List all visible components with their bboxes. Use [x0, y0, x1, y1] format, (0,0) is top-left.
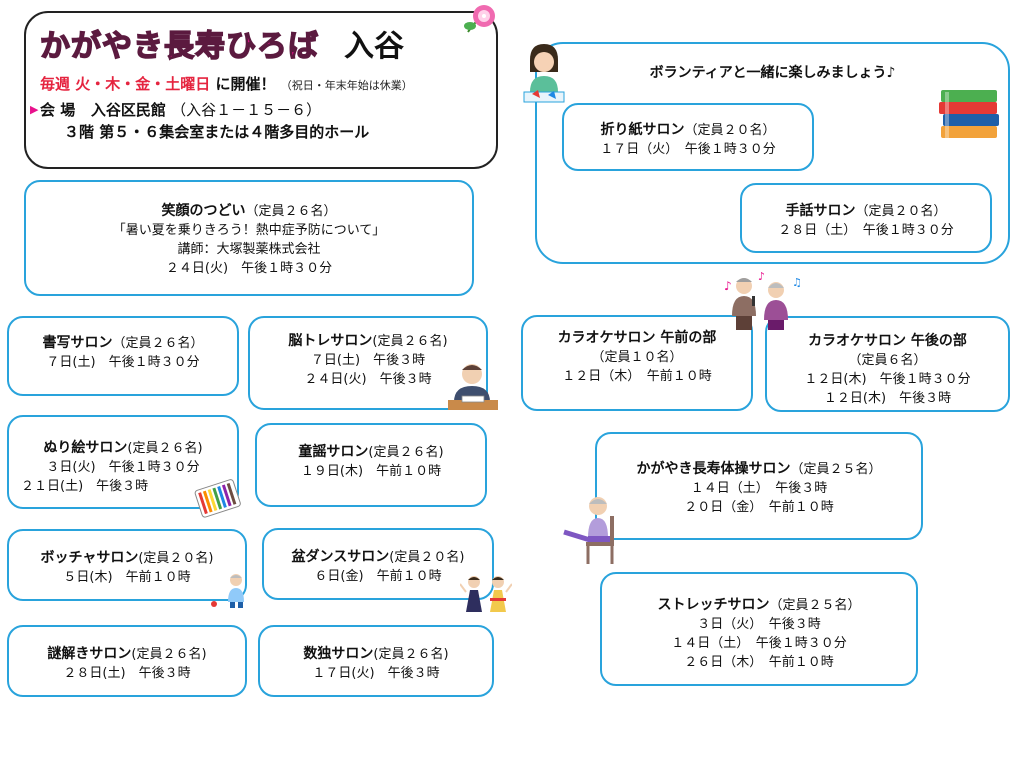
bondance-capacity: (定員２０名) — [389, 550, 465, 565]
schedule-line: 毎週 火・木・金・土曜日 に開催！ （祝日・年末年始は休業） — [40, 73, 413, 94]
egao-name: 笑顔のつどい — [161, 203, 246, 219]
nurie-date-2: ２１日(土) 午後３時 — [21, 479, 149, 494]
taisou-salon-card: かがやき長寿体操サロン（定員２５名） １４日（土） 午後３時 ２０日（金） 午前… — [595, 432, 923, 540]
shosha-date-1: ７日(土) 午後１時３０分 — [46, 355, 200, 370]
stretch-name: ストレッチサロン — [657, 597, 770, 613]
header-panel: かがやき長寿ひろば 入谷 毎週 火・木・金・土曜日 に開催！ （祝日・年末年始は… — [24, 11, 498, 169]
karaoke-pm-card: カラオケサロン 午後の部 （定員６名） １２日(木) 午後１時３０分 １２日(木… — [765, 316, 1010, 412]
svg-text:♪: ♪ — [758, 270, 765, 283]
svg-text:♪: ♪ — [724, 279, 732, 293]
notore-capacity: (定員２６名) — [372, 334, 448, 349]
karaoke-pm-date-1: １２日(木) 午後１時３０分 — [804, 372, 971, 387]
douyou-name: 童謡サロン — [298, 444, 369, 460]
egao-tsudoi-card: 笑顔のつどい（定員２６名） 「暑い夏を乗りきろう！熱中症予防について」 講師：大… — [24, 180, 474, 296]
boccia-date-1: ５日(木) 午前１０時 — [63, 570, 191, 585]
notore-name: 脳トレサロン — [288, 333, 373, 349]
taisou-date-2: ２０日（金） 午前１０時 — [684, 500, 834, 515]
notore-date-2: ２４日(火) 午後３時 — [304, 372, 432, 387]
studying-man-icon — [448, 364, 498, 410]
taisou-capacity: （定員２５名） — [790, 462, 882, 477]
shosha-name: 書写サロン — [42, 335, 113, 351]
shuwa-name: 手話サロン — [785, 203, 856, 219]
origami-name: 折り紙サロン — [600, 122, 685, 138]
taisou-date-1: １４日（土） 午後３時 — [690, 481, 828, 496]
venue-line: 会 場 入谷区民館 （入谷１－１５－６） — [40, 99, 321, 120]
morning-glory-icon — [464, 5, 495, 33]
karaoke-am-date-1: １２日（木） 午前１０時 — [562, 369, 712, 384]
exercise-grandma-icon — [563, 497, 614, 564]
volunteer-title: ボランティアと一緒に楽しみましょう♪ — [649, 65, 896, 81]
bondance-date-1: ６日(金) 午前１０時 — [314, 569, 442, 584]
venue-name: 入谷区民館 — [90, 101, 166, 119]
boccia-capacity: (定員２０名) — [138, 551, 214, 566]
egao-capacity: （定員２６名） — [245, 204, 337, 219]
schedule-days: 火・木・金・土曜日 — [75, 75, 211, 93]
sudoku-name: 数独サロン — [303, 646, 374, 662]
karaoke-am-capacity: （定員１０名） — [591, 350, 683, 365]
egao-date: ２４日(火) 午後１時３０分 — [165, 261, 333, 276]
schedule-suffix: に開催！ — [215, 75, 276, 93]
stretch-capacity: （定員２５名） — [769, 598, 861, 613]
douyou-capacity: (定員２６名) — [368, 445, 444, 460]
egao-lecturer: 講師：大塚製薬株式会社 — [177, 242, 321, 257]
venue-address: （入谷１－１５－６） — [171, 101, 322, 119]
bon-dancers-icon — [460, 576, 512, 612]
boccia-player-icon — [211, 574, 244, 608]
boccia-salon-card: ボッチャサロン(定員２０名) ５日(木) 午前１０時 — [7, 529, 247, 601]
egao-topic: 「暑い夏を乗りきろう！熱中症予防について」 — [112, 223, 386, 238]
sudoku-capacity: (定員２６名) — [373, 647, 449, 662]
boccia-name: ボッチャサロン — [40, 550, 139, 566]
stretch-salon-card: ストレッチサロン（定員２５名） ３日（火） 午後３時 １４日（土） 午後１時３０… — [600, 572, 918, 686]
sudoku-date-1: １７日(火) 午後３時 — [312, 666, 440, 681]
schedule-note: （祝日・年末年始は休業） — [280, 79, 413, 92]
karaoke-pm-capacity: （定員６名） — [848, 353, 927, 368]
nurie-name: ぬり絵サロン — [43, 440, 128, 456]
venue-marker-icon: ▶ — [30, 103, 39, 116]
origami-capacity: （定員２０名） — [684, 123, 776, 138]
bondance-salon-card: 盆ダンスサロン(定員２０名) ６日(金) 午前１０時 — [262, 528, 494, 600]
nazotoki-capacity: (定員２６名) — [131, 647, 207, 662]
origami-girl-icon — [523, 44, 565, 103]
origami-date: １７日（火） 午後１時３０分 — [600, 142, 776, 157]
sudoku-salon-card: 数独サロン(定員２６名) １７日(火) 午後３時 — [258, 625, 494, 697]
title-place: 入谷 — [344, 29, 404, 64]
svg-text:♫: ♫ — [792, 276, 802, 289]
stretch-date-1: ３日（火） 午後３時 — [697, 617, 821, 632]
douyou-salon-card: 童謡サロン(定員２６名) １９日(木) 午前１０時 — [255, 423, 487, 507]
nazotoki-name: 謎解きサロン — [47, 646, 132, 662]
shosha-salon-card: 書写サロン（定員２６名） ７日(土) 午後１時３０分 — [7, 316, 239, 396]
notore-date-1: ７日(土) 午後３時 — [310, 353, 426, 368]
nurie-date-1: ３日(火) 午後１時３０分 — [46, 460, 200, 475]
notore-salon-card: 脳トレサロン(定員２６名) ７日(土) 午後３時 ２４日(火) 午後３時 — [248, 316, 488, 410]
title-main: かがやき長寿ひろば — [39, 28, 319, 65]
nazotoki-date-1: ２８日(土) 午後３時 — [63, 666, 191, 681]
karaoke-singers-icon: ♪ ♪ ♫ — [724, 270, 802, 330]
karaoke-pm-name: カラオケサロン 午後の部 — [808, 333, 967, 349]
venue-rooms: ３階 第５・６集会室または４階多目的ホール — [64, 123, 370, 141]
crayons-icon — [194, 479, 241, 518]
karaoke-pm-date-2: １２日(木) 午後３時 — [823, 391, 952, 406]
taisou-name: かがやき長寿体操サロン — [636, 461, 791, 477]
nazotoki-salon-card: 謎解きサロン(定員２６名) ２８日(土) 午後３時 — [7, 625, 247, 697]
nurie-capacity: (定員２６名) — [127, 441, 203, 456]
bondance-name: 盆ダンスサロン — [291, 549, 390, 565]
karaoke-am-card: カラオケサロン 午前の部 （定員１０名） １２日（木） 午前１０時 — [521, 315, 753, 411]
karaoke-am-name: カラオケサロン 午前の部 — [557, 330, 717, 346]
shuwa-capacity: （定員２０名） — [855, 204, 947, 219]
stretch-date-3: ２６日（木） 午前１０時 — [684, 655, 834, 670]
shuwa-date: ２８日（土） 午後１時３０分 — [778, 223, 954, 238]
shosha-capacity: （定員２６名） — [112, 336, 204, 351]
venue-label: 会 場 — [40, 101, 76, 119]
shuwa-salon-card: 手話サロン（定員２０名） ２８日（土） 午後１時３０分 — [740, 183, 992, 253]
douyou-date-1: １９日(木) 午前１０時 — [300, 464, 442, 479]
origami-salon-card: 折り紙サロン（定員２０名） １７日（火） 午後１時３０分 — [562, 103, 814, 171]
stretch-date-2: １４日（土） 午後１時３０分 — [671, 636, 847, 651]
books-icon — [939, 90, 999, 138]
schedule-prefix: 毎週 — [40, 75, 71, 93]
